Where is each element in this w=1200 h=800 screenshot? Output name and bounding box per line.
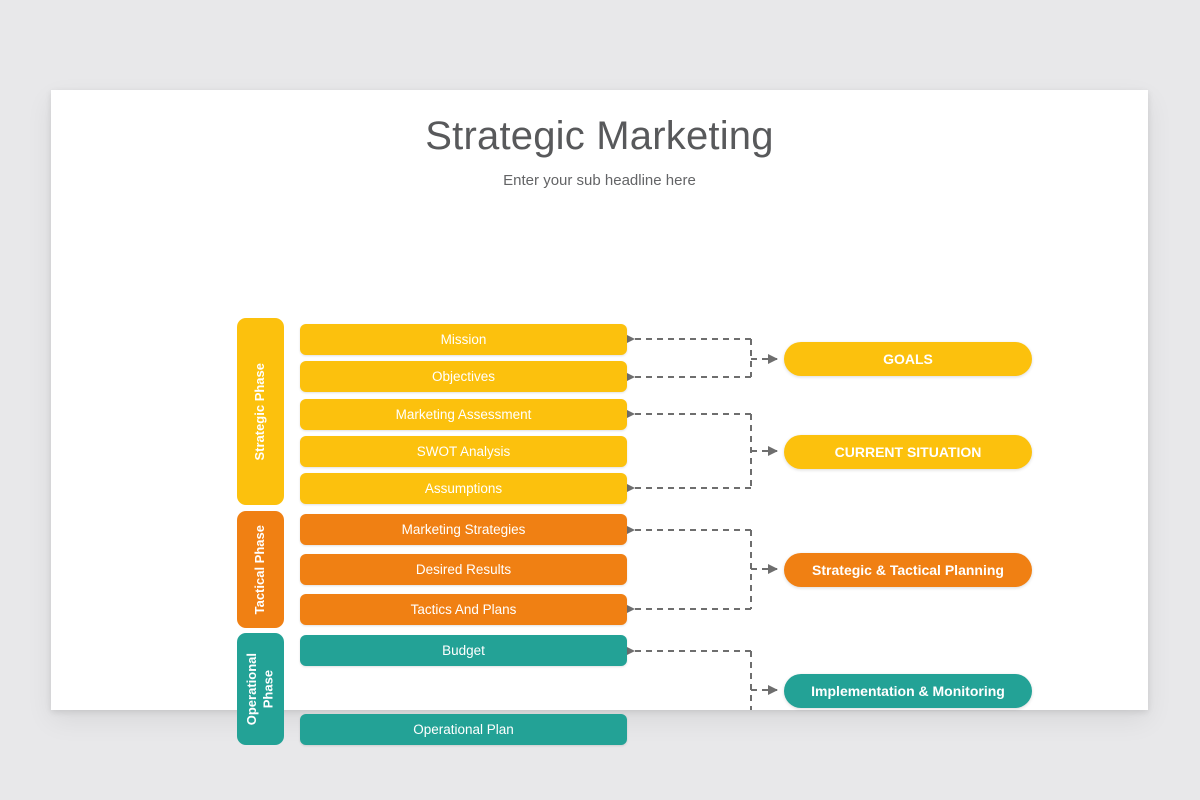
outcome-pill-implementation-monitoring[interactable]: Implementation & Monitoring: [784, 674, 1032, 708]
strategic-marketing-diagram: Strategic Phase Tactical Phase Operation…: [51, 90, 1148, 745]
step-row-label: Desired Results: [415, 562, 512, 577]
outcome-pill-label: Strategic & Tactical Planning: [812, 562, 1004, 578]
step-row-operational-plan[interactable]: Operational Plan: [300, 714, 627, 745]
page-title: Strategic Marketing: [425, 114, 774, 158]
outcome-pill-label: GOALS: [883, 351, 933, 367]
step-row-label: SWOT Analysis: [416, 444, 511, 459]
step-row-label: Tactics And Plans: [410, 602, 517, 617]
phase-bar-label: Operational Phase: [244, 652, 276, 726]
step-row-marketing-strategies[interactable]: Marketing Strategies: [300, 514, 627, 545]
goals-bracket: [625, 334, 778, 382]
phase-bar-label: Tactical Phase: [252, 524, 268, 615]
step-row-desired-results[interactable]: Desired Results: [300, 554, 627, 585]
outcome-pill-strategic-tactical-planning[interactable]: Strategic & Tactical Planning: [784, 553, 1032, 587]
step-row-assumptions[interactable]: Assumptions: [300, 473, 627, 504]
step-row-label: Assumptions: [424, 481, 503, 496]
step-row-budget[interactable]: Budget: [300, 635, 627, 666]
step-row-label: Mission: [440, 332, 487, 347]
step-row-label: Operational Plan: [413, 722, 514, 737]
planning-bracket: [625, 525, 778, 614]
page-subtitle: Enter your sub headline here: [503, 172, 696, 189]
phase-bar-strategic[interactable]: Strategic Phase: [237, 318, 284, 505]
step-row-tactics-and-plans[interactable]: Tactics And Plans: [300, 594, 627, 625]
step-row-label: Objectives: [431, 369, 496, 384]
step-row-objectives[interactable]: Objectives: [300, 361, 627, 392]
step-row-label: Budget: [442, 643, 485, 658]
outcome-pill-goals[interactable]: GOALS: [784, 342, 1032, 376]
implementation-bracket: [625, 646, 778, 710]
current-situation-bracket: [625, 409, 778, 493]
phase-bar-operational[interactable]: Operational Phase: [237, 633, 284, 745]
outcome-pill-label: CURRENT SITUATION: [834, 444, 982, 460]
step-row-mission[interactable]: Mission: [300, 324, 627, 355]
phase-bar-label: Strategic Phase: [252, 362, 268, 461]
slide-card: Strategic Marketing Enter your sub headl…: [51, 90, 1148, 745]
step-row-label: Marketing Assessment: [395, 407, 532, 422]
outcome-pill-label: Implementation & Monitoring: [811, 683, 1005, 699]
outcome-pill-current-situation[interactable]: CURRENT SITUATION: [784, 435, 1032, 469]
step-row-marketing-assessment[interactable]: Marketing Assessment: [300, 399, 627, 430]
phase-bar-tactical[interactable]: Tactical Phase: [237, 511, 284, 628]
step-row-swot-analysis[interactable]: SWOT Analysis: [300, 436, 627, 467]
step-row-label: Marketing Strategies: [401, 522, 526, 537]
